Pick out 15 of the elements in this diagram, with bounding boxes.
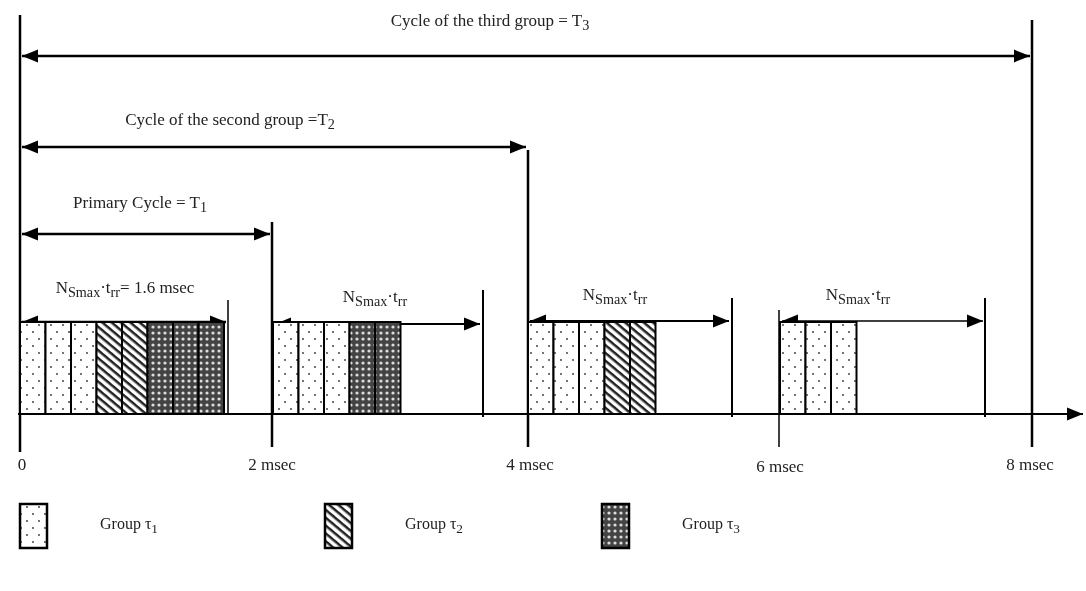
legend-label: Group τ$_{1}$	[100, 515, 158, 537]
duration-label: N$_{Smax}$·t$_{rr}$	[342, 288, 408, 310]
tick-label: 4 msec	[506, 456, 554, 475]
cycle-label: Primary Cycle = T$_{1}$	[73, 194, 207, 216]
cycle-label: Cycle of the third group = T$_{3}$	[390, 12, 590, 34]
tick-label: 2 msec	[248, 456, 296, 475]
legend-label: Group τ$_{3}$	[682, 515, 740, 537]
tick-label: 6 msec	[756, 458, 804, 477]
duration-label: N$_{Smax}$·t$_{rr}$	[582, 286, 648, 308]
duration-label: N$_{Smax}$·t$_{rr}$	[825, 286, 891, 308]
cycle-label: Cycle of the second group =T$_{2}$	[125, 111, 335, 133]
tick-label: 0	[17, 456, 27, 475]
duration-label: N$_{Smax}$·t$_{rr}$= 1.6 msec	[55, 279, 195, 301]
tick-label: 8 msec	[1006, 456, 1054, 475]
legend-label: Group τ$_{2}$	[405, 515, 463, 537]
